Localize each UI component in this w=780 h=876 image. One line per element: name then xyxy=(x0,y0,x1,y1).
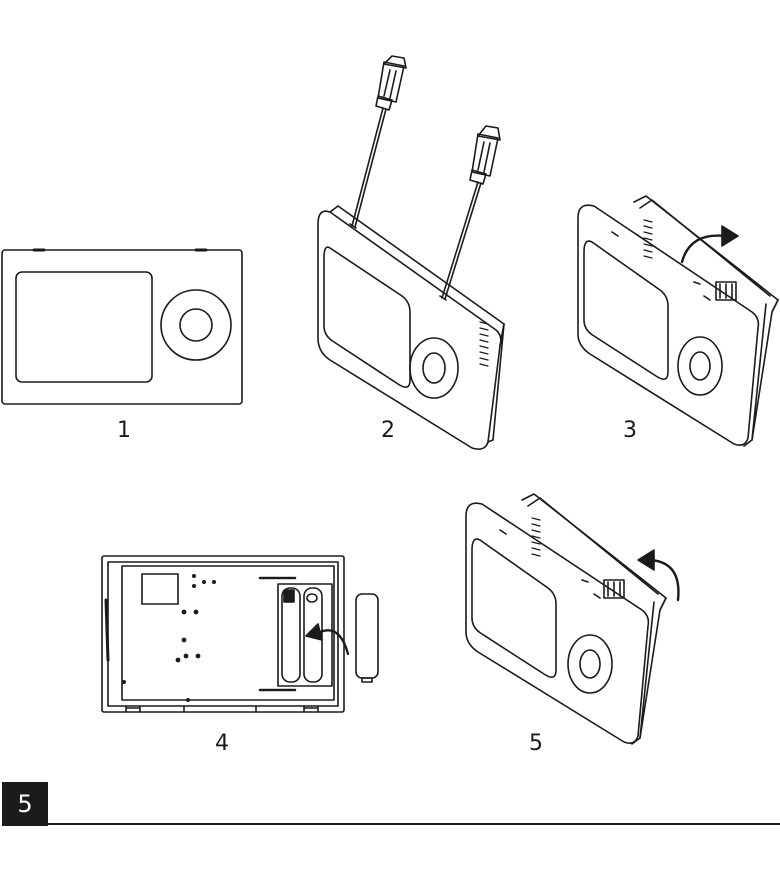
screwdriver-icon xyxy=(441,125,501,300)
step-label-4: 4 xyxy=(215,731,229,756)
device-display xyxy=(583,240,669,380)
open-arrow-icon xyxy=(680,234,728,264)
control-dial-inner xyxy=(579,649,601,679)
step-2-unscrew xyxy=(317,55,505,450)
battery-compartment xyxy=(277,583,333,687)
front-cover xyxy=(465,502,650,744)
device-display xyxy=(471,538,557,678)
chip xyxy=(141,573,179,605)
back-plate xyxy=(521,493,667,745)
step-5-close-housing xyxy=(465,493,680,745)
control-dial-inner xyxy=(179,308,213,342)
control-dial-outer xyxy=(409,337,459,399)
step-label-1: 1 xyxy=(117,418,131,443)
step-label-2: 2 xyxy=(381,418,395,443)
device-display xyxy=(323,246,411,388)
back-plate xyxy=(633,195,779,447)
step-label-5: 5 xyxy=(529,731,543,756)
insert-arrow-icon xyxy=(318,629,350,656)
control-dial-outer xyxy=(677,336,723,396)
step-1-device-front xyxy=(1,248,243,405)
screwdriver-icon xyxy=(351,55,407,228)
device-display xyxy=(15,271,153,383)
close-arrow-icon xyxy=(648,558,680,602)
control-dial-outer xyxy=(160,289,232,361)
page-number-badge: 5 xyxy=(2,782,48,826)
step-3-open-housing xyxy=(577,195,779,447)
device-body xyxy=(1,249,243,405)
control-dial-inner xyxy=(689,351,711,381)
front-cover xyxy=(577,204,760,446)
control-dial-inner xyxy=(422,352,446,384)
footer-rule xyxy=(2,823,780,825)
circuit-board xyxy=(121,565,335,701)
step-4-battery xyxy=(101,555,379,713)
step-label-3: 3 xyxy=(623,418,637,443)
device-back-frame xyxy=(101,555,345,713)
control-dial-outer xyxy=(567,634,613,694)
battery-icon xyxy=(355,593,379,683)
